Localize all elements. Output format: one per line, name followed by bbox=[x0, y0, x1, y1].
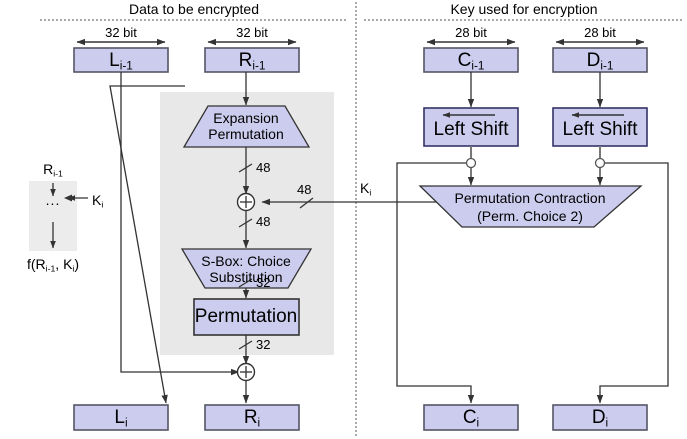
label-D-next-base: D bbox=[591, 407, 606, 428]
label-D-prev: Di-1 bbox=[587, 50, 614, 72]
label-R-next: Ri bbox=[244, 407, 260, 429]
tick-48-subkey bbox=[299, 197, 314, 209]
shape-permutation bbox=[193, 298, 300, 336]
bitwidth-subkey: 48 bbox=[297, 182, 312, 197]
wire-Lprev-to-xor bbox=[120, 72, 240, 376]
block-L-next bbox=[73, 404, 169, 431]
label-permutation: Permutation bbox=[194, 306, 298, 327]
label-C-prev: Ci-1 bbox=[458, 50, 485, 72]
left-panel-header: Data to be encrypted bbox=[129, 1, 259, 17]
label-expansion-permutation: Expansion Permutation bbox=[181, 110, 311, 142]
label-expansion-line1: Expansion bbox=[213, 110, 279, 126]
legend-key-sub: i bbox=[101, 199, 104, 210]
label-R-prev-base: R bbox=[238, 50, 253, 71]
shape-expansion-permutation bbox=[182, 105, 311, 148]
label-sbox-substitution: S-Box: Choice Substitution bbox=[176, 253, 316, 285]
label-L-next-base: L bbox=[114, 407, 125, 428]
legend-dots: ... bbox=[45, 192, 61, 208]
block-L-prev bbox=[73, 47, 169, 73]
legend-input-label: Ri-1 bbox=[43, 161, 63, 178]
label-D-next: Di bbox=[592, 407, 608, 429]
width-label-L: 32 bit bbox=[105, 25, 137, 40]
legend-output-label: f(Ri-1, Ki) bbox=[27, 256, 79, 273]
shape-sbox-substitution bbox=[180, 248, 313, 289]
label-C-prev-base: C bbox=[457, 50, 472, 71]
legend-input-sub: i-1 bbox=[53, 168, 63, 179]
legend-output-sub1: i-1 bbox=[45, 263, 56, 274]
label-L-prev: Li-1 bbox=[109, 50, 133, 72]
wire-bypass-d bbox=[596, 162, 669, 404]
tick-32-perm-out bbox=[238, 340, 253, 350]
label-R-next-sub: i bbox=[257, 416, 261, 430]
label-left-shift-d: Left Shift bbox=[562, 119, 638, 140]
label-R-next-base: R bbox=[243, 407, 258, 428]
label-L-prev-sub: i-1 bbox=[119, 59, 133, 73]
label-L-prev-base: L bbox=[109, 50, 120, 71]
label-permutation-contraction: Permutation Contraction (Perm. Choice 2) bbox=[415, 189, 645, 225]
label-sbox-line2: Substitution bbox=[209, 269, 283, 285]
legend-input-base: R bbox=[43, 161, 54, 177]
label-C-next-base: C bbox=[462, 407, 477, 428]
label-subkey-sub: i bbox=[369, 187, 372, 198]
legend-output-suffix: ) bbox=[74, 256, 80, 272]
width-label-D: 28 bit bbox=[584, 25, 616, 40]
label-C-next: Ci bbox=[463, 407, 479, 429]
tick-32-sbox-out bbox=[238, 278, 253, 288]
label-D-next-sub: i bbox=[605, 416, 609, 430]
block-D-prev bbox=[552, 47, 648, 73]
tick-48-expansion bbox=[238, 163, 253, 173]
bitwidth-after-xor: 48 bbox=[256, 214, 271, 229]
label-L-next-sub: i bbox=[124, 416, 128, 430]
legend-output-sub2: i bbox=[72, 263, 75, 274]
label-L-next: Li bbox=[114, 407, 127, 429]
label-expansion-line2: Permutation bbox=[208, 126, 284, 142]
label-left-shift-c: Left Shift bbox=[433, 119, 509, 140]
label-D-prev-base: D bbox=[586, 50, 601, 71]
label-C-next-sub: i bbox=[476, 416, 480, 430]
label-C-prev-sub: i-1 bbox=[471, 59, 485, 73]
legend-key-base: K bbox=[92, 192, 102, 208]
label-R-prev: Ri-1 bbox=[239, 50, 266, 72]
bitwidth-after-permutation: 32 bbox=[256, 337, 271, 352]
width-label-R: 32 bit bbox=[236, 25, 268, 40]
shape-permutation-contraction bbox=[418, 185, 643, 228]
wire-Rprev-to-Lnext bbox=[109, 85, 185, 404]
block-C-next bbox=[423, 404, 519, 431]
block-R-next bbox=[204, 404, 300, 431]
label-contraction-line2: (Perm. Choice 2) bbox=[477, 208, 583, 224]
label-contraction-line1: Permutation Contraction bbox=[454, 190, 606, 206]
label-sbox-line1: S-Box: Choice bbox=[201, 253, 291, 269]
label-subkey-ki: Ki bbox=[360, 180, 371, 197]
junction-node-d bbox=[594, 157, 606, 169]
right-panel-header: Key used for encryption bbox=[450, 1, 598, 17]
bitwidth-after-expansion: 48 bbox=[256, 160, 271, 175]
shape-left-shift-d bbox=[552, 107, 648, 147]
label-subkey-base: K bbox=[360, 180, 370, 196]
bitwidth-after-sbox: 32 bbox=[256, 275, 271, 290]
width-label-C: 28 bit bbox=[455, 25, 487, 40]
wire-bypass-c bbox=[396, 162, 475, 404]
junction-node-c bbox=[465, 157, 477, 169]
block-D-next bbox=[552, 404, 648, 431]
legend-output-prefix: f(R bbox=[26, 256, 46, 272]
label-R-prev-sub: i-1 bbox=[252, 59, 266, 73]
legend-output-mid: , K bbox=[55, 256, 73, 272]
tick-48-xor-out bbox=[238, 218, 253, 228]
legend-key-label: Ki bbox=[92, 192, 103, 209]
block-R-prev bbox=[204, 47, 300, 73]
label-D-prev-sub: i-1 bbox=[600, 59, 614, 73]
